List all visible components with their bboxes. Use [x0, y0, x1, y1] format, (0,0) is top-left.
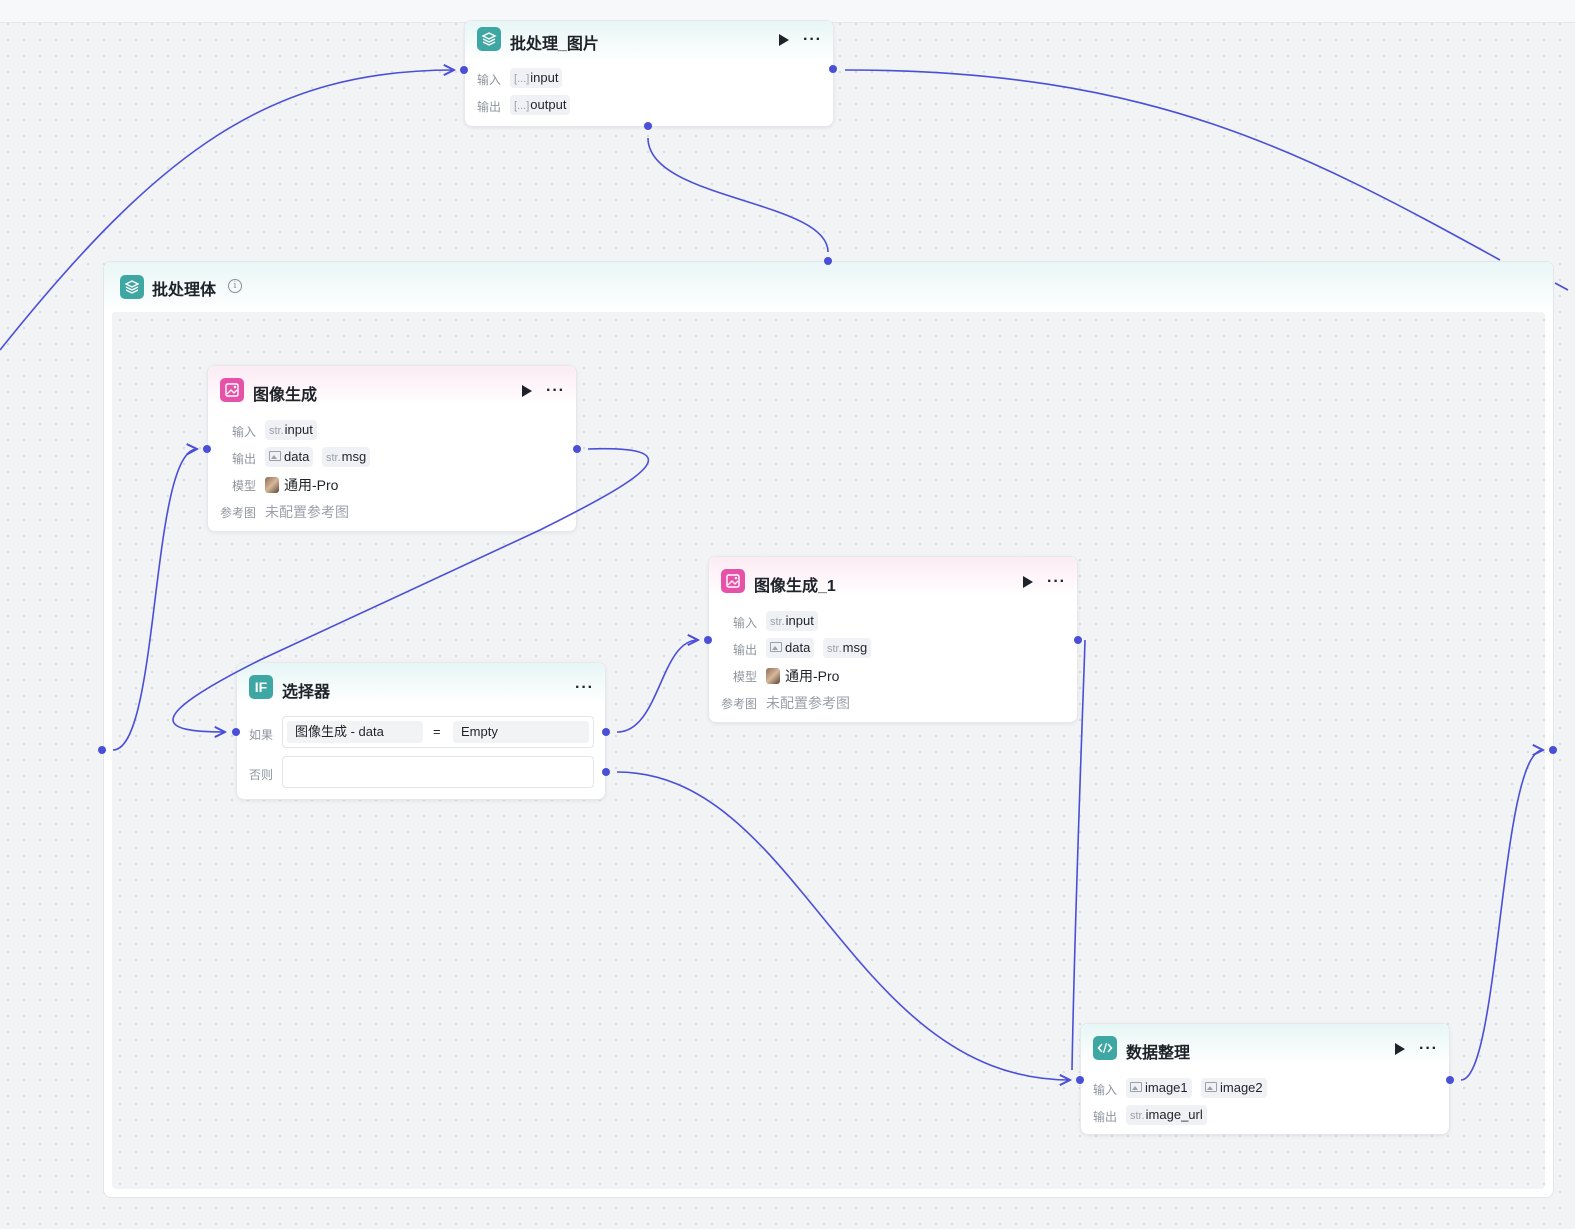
output-tag: str.image_url — [1126, 1105, 1207, 1125]
input-label: 输入 — [1093, 1083, 1118, 1097]
output-tag-msg: str.msg — [823, 638, 872, 658]
edge-batch-out-right — [844, 69, 1501, 261]
model-avatar — [265, 477, 279, 493]
condition-operator[interactable]: = — [433, 724, 441, 739]
code-icon — [1093, 1036, 1117, 1060]
node-title: 批处理_图片 — [510, 36, 599, 53]
output-tag-msg: str.msg — [322, 447, 371, 467]
input-tag: str.input — [265, 420, 317, 440]
more-icon[interactable]: ··· — [1047, 573, 1066, 590]
else-condition[interactable] — [282, 756, 594, 788]
ref-value[interactable]: 未配置参考图 — [766, 695, 850, 711]
model-avatar — [766, 668, 780, 684]
input-tag-image1: image1 — [1126, 1078, 1192, 1098]
input-label: 输入 — [733, 616, 758, 630]
dataproc-output-port[interactable] — [1446, 1076, 1454, 1084]
image-gen-node[interactable]: 图像生成 ··· 输入 str.input 输出 data str.msg 模型… — [207, 365, 577, 532]
batch-input-port[interactable] — [460, 66, 468, 74]
input-label: 输入 — [232, 425, 257, 439]
more-icon[interactable]: ··· — [1419, 1040, 1438, 1057]
output-tag-data: data — [265, 447, 314, 467]
batch-body-top-port[interactable] — [824, 257, 832, 265]
dataproc-input-port[interactable] — [1076, 1076, 1084, 1084]
data-process-node[interactable]: 数据整理 ··· 输入 image1 image2 输出 str.image_u… — [1080, 1023, 1450, 1135]
ref-label: 参考图 — [721, 697, 758, 711]
body-start-port[interactable] — [98, 746, 106, 754]
node-header — [465, 21, 833, 61]
run-icon[interactable] — [522, 385, 532, 397]
output-label: 输出 — [232, 452, 257, 466]
image-gen-icon — [721, 569, 745, 593]
run-icon[interactable] — [1023, 576, 1033, 588]
output-label: 输出 — [1093, 1110, 1118, 1124]
imggen-input-port[interactable] — [203, 445, 211, 453]
condition-left-field[interactable]: 图像生成 - data — [287, 721, 423, 743]
ref-label: 参考图 — [220, 506, 257, 520]
node-title: 数据整理 — [1126, 1045, 1191, 1062]
imggen1-output-port[interactable] — [1074, 636, 1082, 644]
node-header — [208, 366, 576, 406]
input-tag: [...]input — [510, 68, 563, 88]
model-value[interactable]: 通用-Pro — [766, 666, 839, 686]
else-label: 否则 — [249, 768, 274, 782]
input-tag-image2: image2 — [1201, 1078, 1267, 1098]
batch-output-port[interactable] — [829, 65, 837, 73]
input-tag: str.input — [766, 611, 818, 631]
node-header — [1081, 1024, 1449, 1064]
model-label: 模型 — [733, 670, 758, 684]
condition-right-field[interactable]: Empty — [453, 721, 589, 743]
run-icon[interactable] — [1395, 1043, 1405, 1055]
image-type-icon — [269, 451, 281, 461]
if-icon: IF — [249, 675, 273, 699]
node-title: 图像生成 — [253, 387, 318, 404]
image-gen-1-node[interactable]: 图像生成_1 ··· 输入 str.input 输出 data str.msg … — [708, 556, 1078, 723]
selector-if-port[interactable] — [602, 728, 610, 736]
batch-body-title: 批处理体 — [152, 282, 217, 299]
output-label: 输出 — [477, 100, 502, 114]
image-type-icon — [1130, 1082, 1142, 1092]
more-icon[interactable]: ··· — [803, 31, 822, 48]
image-type-icon — [770, 642, 782, 652]
model-value[interactable]: 通用-Pro — [265, 475, 338, 495]
node-title: 图像生成_1 — [754, 578, 836, 595]
output-tag-data: data — [766, 638, 815, 658]
selector-node[interactable]: IF 选择器 ··· 如果 图像生成 - data = Empty 否则 — [236, 662, 606, 800]
image-type-icon — [1205, 1082, 1217, 1092]
ref-value[interactable]: 未配置参考图 — [265, 504, 349, 520]
node-header — [709, 557, 1077, 597]
imggen-output-port[interactable] — [573, 445, 581, 453]
batch-body-header — [104, 262, 1553, 312]
output-label: 输出 — [733, 643, 758, 657]
layers-icon — [120, 275, 144, 299]
run-icon[interactable] — [779, 34, 789, 46]
batch-image-node[interactable]: 批处理_图片 ··· 输入 [...]input 输出 [...]output — [464, 20, 834, 127]
input-label: 输入 — [477, 73, 502, 87]
image-gen-icon — [220, 378, 244, 402]
more-icon[interactable]: ··· — [546, 382, 565, 399]
output-tag: [...]output — [510, 95, 571, 115]
model-label: 模型 — [232, 479, 257, 493]
more-icon[interactable]: ··· — [575, 679, 594, 696]
layers-icon — [477, 27, 501, 51]
edge-batch-to-body — [647, 137, 829, 253]
imggen1-input-port[interactable] — [704, 636, 712, 644]
selector-else-port[interactable] — [602, 768, 610, 776]
if-label: 如果 — [249, 728, 274, 742]
batch-body-port[interactable] — [644, 122, 652, 130]
body-end-port[interactable] — [1549, 746, 1557, 754]
if-condition[interactable]: 图像生成 - data = Empty — [282, 716, 594, 748]
edge-batch-right-tail — [1554, 282, 1569, 291]
selector-input-port[interactable] — [232, 728, 240, 736]
info-icon[interactable]: i — [228, 279, 242, 293]
node-title: 选择器 — [282, 684, 331, 701]
